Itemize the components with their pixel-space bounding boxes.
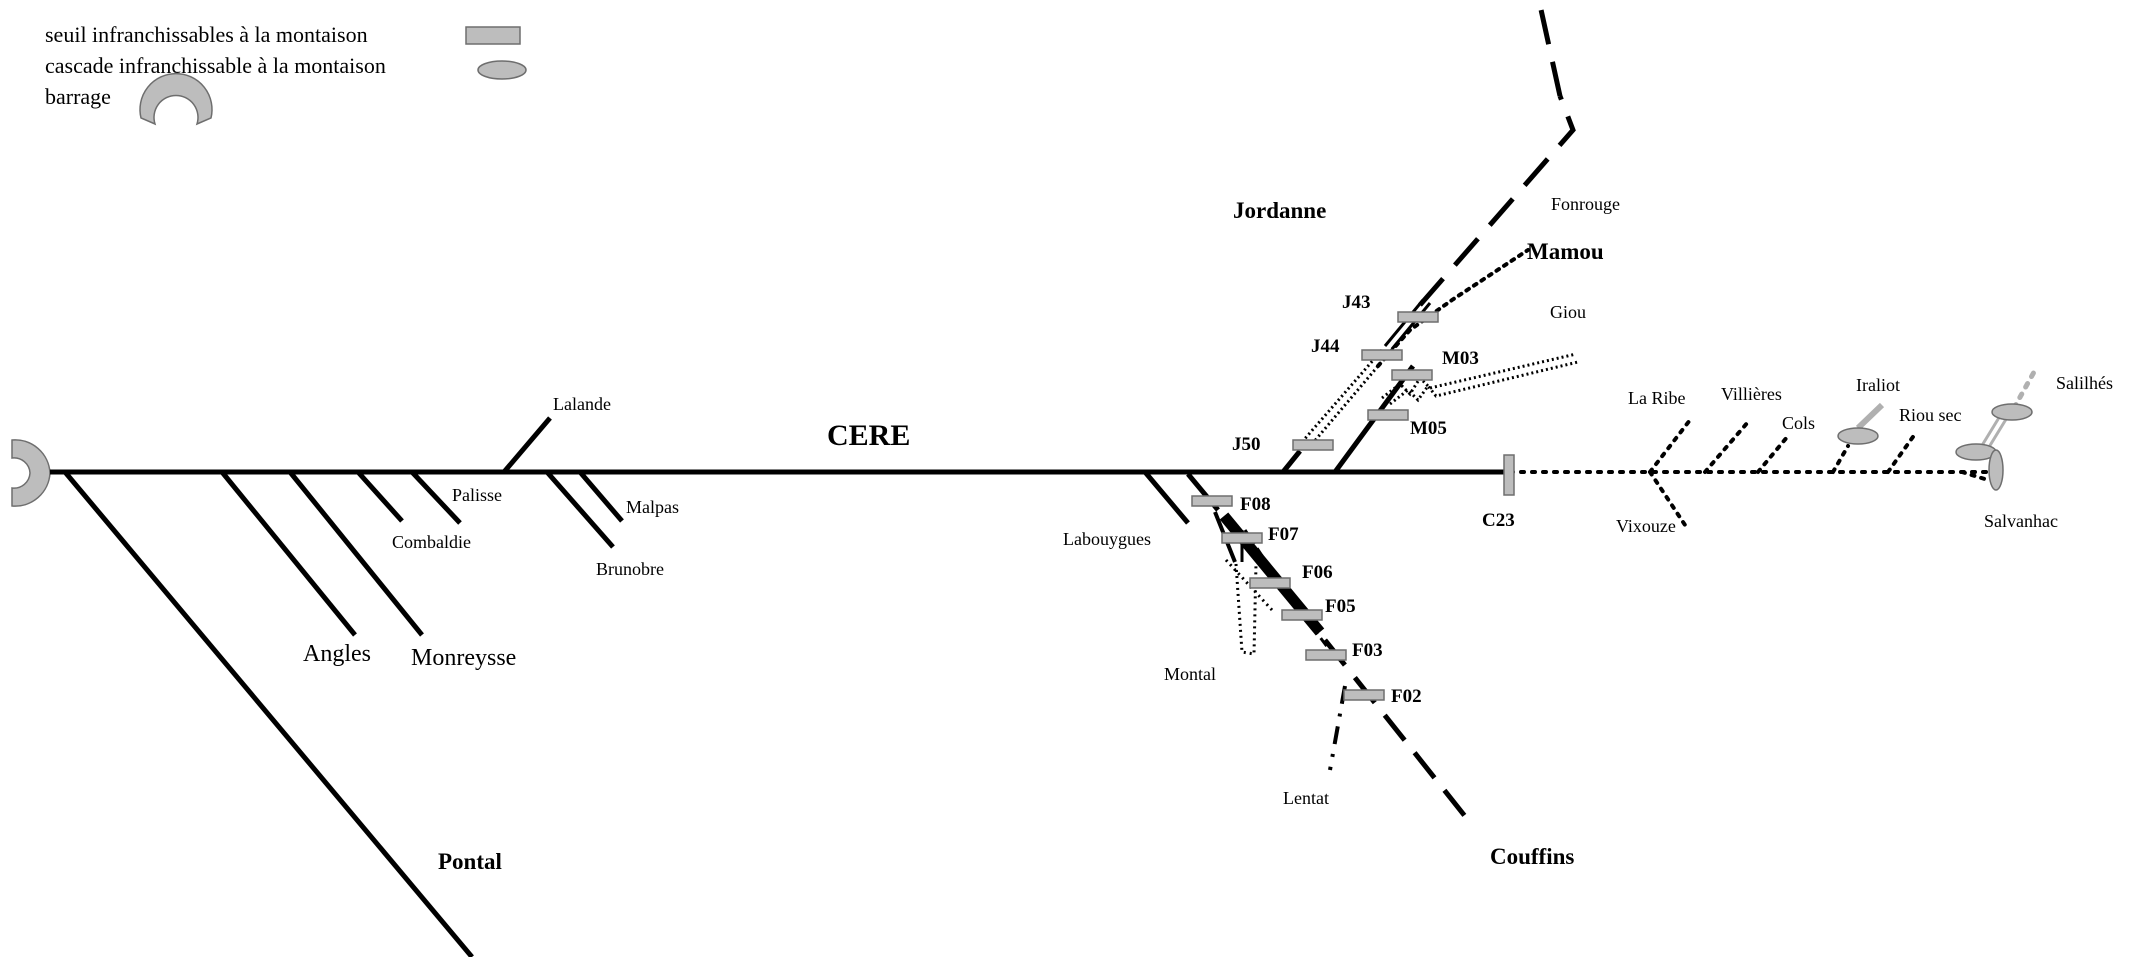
cascade-iraliot	[1837, 427, 1879, 445]
c23-label: C23	[1482, 510, 1515, 531]
jordanne-dotted-a	[1300, 349, 1384, 443]
riou-sec-label: Riou sec	[1899, 405, 1962, 425]
f06-label: F06	[1302, 562, 1333, 583]
iraliot-label: Iraliot	[1856, 375, 1900, 395]
left-tributaries	[63, 416, 1190, 957]
pontal-stream	[63, 470, 474, 957]
legend: seuil infranchissables à la montaison ca…	[45, 22, 527, 126]
la-ribe-label: La Ribe	[1628, 388, 1685, 408]
labouygues-label: Labouygues	[1063, 529, 1151, 549]
obstacle-f06	[1249, 577, 1291, 589]
pontal-label: Pontal	[438, 849, 502, 874]
salilhes-faded-dots	[2011, 369, 2037, 411]
f03-label: F03	[1352, 640, 1383, 661]
obstacle-f03	[1305, 649, 1347, 661]
riou-sec-stream	[1886, 432, 1917, 474]
sill-symbol	[465, 26, 521, 45]
j44-label: J44	[1311, 336, 1340, 357]
cascade-salilhes	[1991, 403, 2033, 421]
m03-label: M03	[1442, 348, 1479, 369]
monreysse-stream	[288, 470, 424, 637]
legend-dam-label: barrage	[45, 84, 111, 109]
giou-stream-b	[1389, 360, 1579, 406]
cascade-symbol	[477, 60, 527, 80]
salilhes-label: Salilhés	[2056, 373, 2113, 393]
jordanne-upper	[1418, 4, 1576, 307]
couffins-upper	[1323, 638, 1474, 827]
palisse-stream	[410, 470, 462, 525]
angles-label: Angles	[303, 641, 371, 667]
iraliot-stream	[1831, 444, 1850, 474]
giou-label: Giou	[1550, 302, 1586, 322]
f08-label: F08	[1240, 494, 1271, 515]
brunobre-stream	[545, 470, 615, 549]
palisse-label: Palisse	[452, 485, 502, 505]
legend-cascade-label: cascade infranchissable à la montaison	[45, 53, 386, 78]
f05-label: F05	[1325, 596, 1356, 617]
obstacle-j44	[1361, 349, 1403, 361]
villieres-label: Villières	[1721, 384, 1782, 404]
couffins-label: Couffins	[1490, 844, 1574, 869]
fonrouge-label: Fonrouge	[1551, 194, 1620, 214]
legend-sill-label: seuil infranchissables à la montaison	[45, 22, 368, 47]
lalande-stream	[502, 416, 552, 474]
lalande-label: Lalande	[553, 394, 611, 414]
lentat-label: Lentat	[1283, 788, 1329, 808]
combaldie-stream	[356, 470, 404, 523]
giou-stream-a	[1381, 352, 1577, 400]
labouygues-stream	[1143, 470, 1190, 525]
combaldie-label: Combaldie	[392, 532, 471, 552]
iraliot-faded-reach	[1855, 402, 1885, 431]
river-labels: CERE Jordanne Mamou Couffins Pontal Angl…	[303, 194, 2113, 874]
obstacle-c23	[1503, 454, 1515, 496]
obstacle-f07	[1221, 532, 1263, 544]
jordanne-mouth	[1281, 449, 1302, 474]
villieres-stream	[1703, 420, 1750, 474]
salvanhac-label: Salvanhac	[1984, 511, 2058, 531]
montal-label: Montal	[1164, 664, 1216, 684]
obstacle-f02	[1343, 689, 1385, 701]
obstacle-symbols	[1191, 311, 2033, 701]
angles-stream	[220, 470, 357, 637]
obstacle-m05	[1367, 409, 1409, 421]
mamou-label: Mamou	[1527, 239, 1604, 264]
obstacle-m03	[1391, 369, 1433, 381]
montal-stream	[1234, 563, 1258, 656]
obstacle-j43	[1397, 311, 1439, 323]
dam-symbol	[139, 72, 213, 126]
obstacle-j50	[1292, 439, 1334, 451]
f02-label: F02	[1391, 686, 1422, 707]
obstacle-f08	[1191, 495, 1233, 507]
cols-label: Cols	[1782, 413, 1815, 433]
cere-label: CERE	[827, 419, 910, 452]
obstacle-labels: J43 J44 M03 M05 J50 F08 F07 F06 F05 F03 …	[1232, 292, 1515, 707]
malpas-stream	[578, 470, 624, 523]
monreysse-label: Monreysse	[411, 645, 516, 671]
cols-stream	[1756, 434, 1790, 474]
jordanne-label: Jordanne	[1233, 198, 1326, 223]
vixouze-label: Vixouze	[1616, 516, 1676, 536]
cascade-salvanhac	[1988, 449, 2004, 491]
salvanhac-stream	[1960, 470, 1990, 482]
brunobre-label: Brunobre	[596, 559, 664, 579]
m05-label: M05	[1410, 418, 1447, 439]
upper-cere-tributaries	[1648, 418, 1990, 527]
cere-dam-icon	[11, 439, 51, 507]
j43-label: J43	[1342, 292, 1371, 313]
obstacle-f05	[1281, 609, 1323, 621]
vixouze-stream	[1648, 470, 1687, 527]
la-ribe-stream	[1648, 418, 1692, 474]
f07-label: F07	[1268, 524, 1299, 545]
jordanne-channel-b	[1390, 302, 1432, 350]
malpas-label: Malpas	[626, 497, 679, 517]
j50-label: J50	[1232, 434, 1261, 455]
lentat-stream	[1328, 685, 1347, 771]
jordanne-channel-a	[1383, 299, 1425, 347]
